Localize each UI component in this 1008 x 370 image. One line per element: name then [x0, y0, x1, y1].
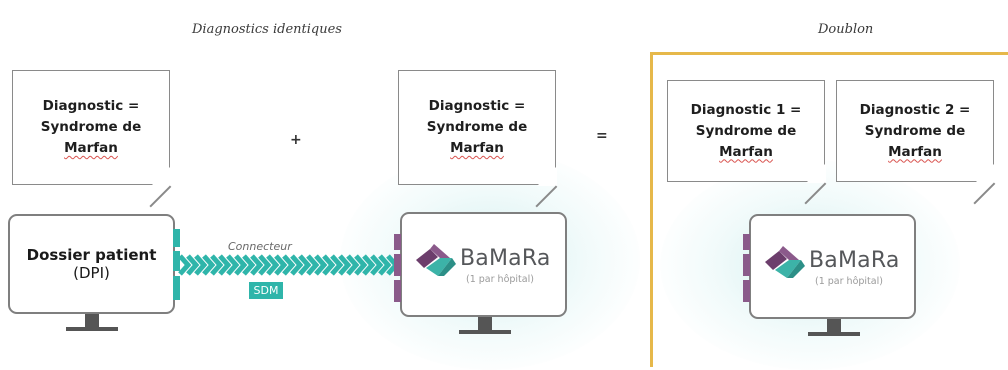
connector-chevron — [322, 254, 336, 276]
connector-chevron — [234, 254, 248, 276]
duplicate-port-top — [743, 234, 750, 250]
note-fold-line — [149, 184, 171, 207]
dpi-port-bottom — [173, 276, 180, 300]
connector-chevron — [202, 254, 216, 276]
bamara-port-middle — [394, 254, 401, 276]
note-fold — [805, 162, 826, 183]
connector-chevron — [298, 254, 312, 276]
note-line-3: Marfan — [64, 140, 118, 156]
dpi-monitor-base — [66, 327, 118, 331]
note-line-1: Diagnostic 1 = — [690, 101, 802, 118]
note-line-3: Marfan — [888, 143, 942, 160]
connector-chevron — [274, 254, 288, 276]
connector-chevron — [186, 254, 200, 276]
note-line-2: Syndrome de — [864, 122, 966, 139]
note-line-3: Marfan — [450, 140, 504, 156]
connector-chevron — [330, 254, 344, 276]
note-bamara-diagnosis: Diagnostic = Syndrome de Marfan — [398, 70, 557, 207]
connector-chevron — [362, 254, 376, 276]
duplicate-port-middle — [743, 254, 750, 276]
note-line-2: Syndrome de — [426, 119, 528, 135]
duplicate-monitor-stand — [827, 319, 841, 333]
bamara-port-bottom — [394, 280, 401, 302]
dpi-monitor-stand — [85, 314, 99, 328]
note-line-3: Marfan — [719, 143, 773, 160]
bamara-logo-icon — [416, 244, 456, 276]
connector-chevron — [378, 254, 392, 276]
sdm-badge: SDM — [249, 282, 283, 299]
connector-chevron — [226, 254, 240, 276]
dpi-port-top — [173, 229, 180, 247]
connector-chevron — [354, 254, 368, 276]
duplicate-frame — [650, 52, 1008, 367]
connector-chevron — [258, 254, 272, 276]
note-duplicate-1: Diagnostic 1 = Syndrome de Marfan — [667, 80, 826, 204]
bamara-port-top — [394, 234, 401, 250]
bamara-monitor: BaMaRa (1 par hôpital) — [400, 212, 567, 317]
connector-arrow-chain — [178, 254, 400, 276]
connector-chevron — [194, 254, 208, 276]
note-fold — [536, 165, 557, 186]
bamara-subtitle: (1 par hôpital) — [466, 274, 534, 285]
note-line-2: Syndrome de — [695, 122, 797, 139]
plus-operator: + — [290, 132, 302, 148]
note-dpi-diagnosis: Diagnostic = Syndrome de Marfan — [12, 70, 171, 207]
duplicate-monitor-base — [808, 332, 860, 336]
connector-chevron — [282, 254, 296, 276]
connector-chevron — [338, 254, 352, 276]
note-line-1: Diagnostic = — [428, 98, 526, 114]
connector-chevron — [290, 254, 304, 276]
connector-chevron — [178, 254, 192, 276]
connector-label: Connecteur — [228, 240, 292, 253]
connector-chevron — [242, 254, 256, 276]
bamara-monitor-stand — [478, 317, 492, 331]
connector-chevron — [370, 254, 384, 276]
connector-chevron — [314, 254, 328, 276]
bamara-monitor-base — [459, 330, 511, 334]
dpi-title: Dossier patient — [26, 246, 157, 264]
note-line-1: Diagnostic = — [42, 98, 140, 114]
note-fold — [974, 162, 995, 183]
dpi-subtitle: (DPI) — [73, 264, 110, 282]
bamara-logo-icon — [765, 246, 805, 278]
note-duplicate-2: Diagnostic 2 = Syndrome de Marfan — [836, 80, 995, 204]
note-line-1: Diagnostic 2 = — [859, 101, 971, 118]
heading-duplicate: Doublon — [818, 22, 874, 37]
connector-chevron — [346, 254, 360, 276]
duplicate-bamara-monitor: BaMaRa (1 par hôpital) — [749, 214, 916, 319]
bamara-subtitle: (1 par hôpital) — [815, 276, 883, 287]
bamara-brand: BaMaRa — [460, 246, 551, 271]
bamara-brand: BaMaRa — [809, 248, 900, 273]
equals-operator: = — [596, 128, 608, 144]
connector-chevron — [210, 254, 224, 276]
connector-chevron — [306, 254, 320, 276]
note-fold — [150, 165, 171, 186]
duplicate-port-bottom — [743, 280, 750, 302]
connector-chevron — [218, 254, 232, 276]
note-line-2: Syndrome de — [40, 119, 142, 135]
dpi-port-middle — [173, 251, 180, 271]
connector-chevron — [250, 254, 264, 276]
dpi-monitor: Dossier patient (DPI) — [8, 214, 175, 314]
heading-identical-diagnoses: Diagnostics identiques — [192, 22, 342, 37]
connector-chevron — [266, 254, 280, 276]
